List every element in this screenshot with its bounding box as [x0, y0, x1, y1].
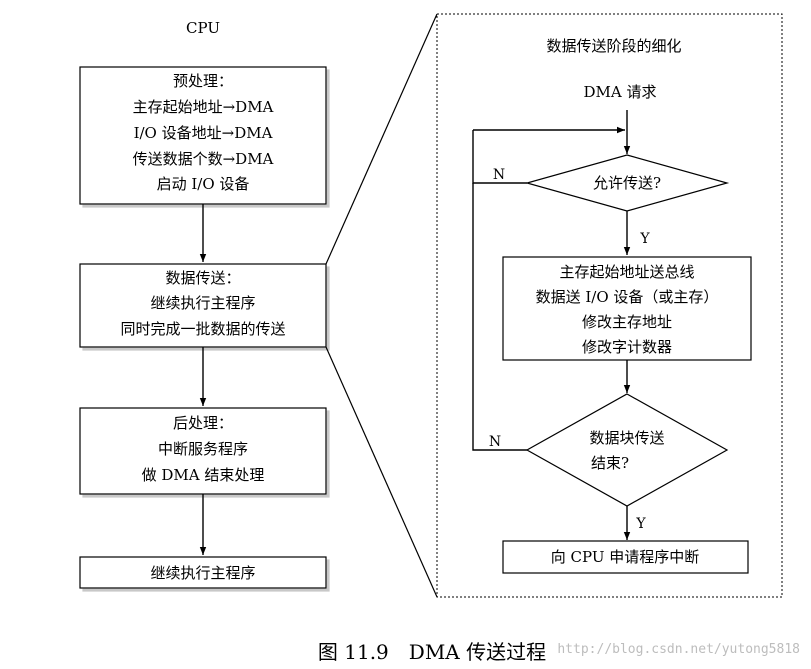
cpu-title: CPU: [186, 19, 220, 37]
done-decision: 数据块传送 结束?: [525, 393, 729, 507]
dma-request-label: DMA 请求: [584, 83, 657, 101]
postprocess-box: 后处理： 中断服务程序 做 DMA 结束处理: [79, 407, 327, 495]
done-decision-line: 数据块传送: [589, 429, 664, 447]
preprocess-label: 预处理：: [173, 72, 233, 90]
process-line: 修改字计数器: [582, 338, 672, 356]
preprocess-line: I/O 设备地址→DMA: [134, 124, 273, 142]
transfer-line: 继续执行主程序: [150, 294, 255, 312]
preprocess-line: 启动 I/O 设备: [157, 175, 250, 193]
zoom-line-top: [325, 13, 438, 265]
transfer-line: 同时完成一批数据的传送: [120, 320, 285, 338]
preprocess-line: 主存起始地址→DMA: [133, 98, 274, 116]
process-line: 数据送 I/O 设备（或主存）: [536, 288, 719, 306]
postprocess-line: 中断服务程序: [158, 440, 248, 458]
interrupt-label: 向 CPU 申请程序中断: [551, 548, 700, 566]
preprocess-line: 传送数据个数→DMA: [133, 150, 274, 168]
detail-title: 数据传送阶段的细化: [546, 37, 681, 55]
process-line: 主存起始地址送总线: [559, 263, 694, 281]
watermark: http://blog.csdn.net/yutong5818: [557, 642, 800, 657]
continue-label: 继续执行主程序: [150, 564, 255, 582]
detail-panel: [436, 13, 783, 598]
loop-done-no: [472, 183, 527, 451]
postprocess-label: 后处理：: [173, 414, 233, 432]
transfer-label: 数据传送：: [165, 269, 240, 287]
zoom-line-bottom: [325, 346, 438, 598]
transfer-process-box: 主存起始地址送总线 数据送 I/O 设备（或主存） 修改主存地址 修改字计数器: [502, 256, 752, 361]
process-line: 修改主存地址: [582, 313, 672, 331]
done-yes-label: Y: [635, 516, 646, 532]
preprocess-box: 预处理： 主存起始地址→DMA I/O 设备地址→DMA 传送数据个数→DMA …: [79, 66, 327, 205]
postprocess-line: 做 DMA 结束处理: [142, 466, 265, 484]
figure-caption: 图 11.9 DMA 传送过程: [318, 640, 546, 664]
transfer-box: 数据传送： 继续执行主程序 同时完成一批数据的传送: [79, 263, 327, 348]
allow-yes-label: Y: [639, 231, 650, 247]
allow-decision: 允许传送?: [524, 154, 730, 212]
allow-decision-label: 允许传送?: [593, 174, 661, 192]
done-no-label: N: [489, 434, 501, 450]
done-decision-line: 结束?: [591, 454, 629, 472]
allow-no-label: N: [493, 167, 505, 183]
interrupt-box: 向 CPU 申请程序中断: [502, 540, 749, 574]
continue-box: 继续执行主程序: [79, 556, 327, 589]
